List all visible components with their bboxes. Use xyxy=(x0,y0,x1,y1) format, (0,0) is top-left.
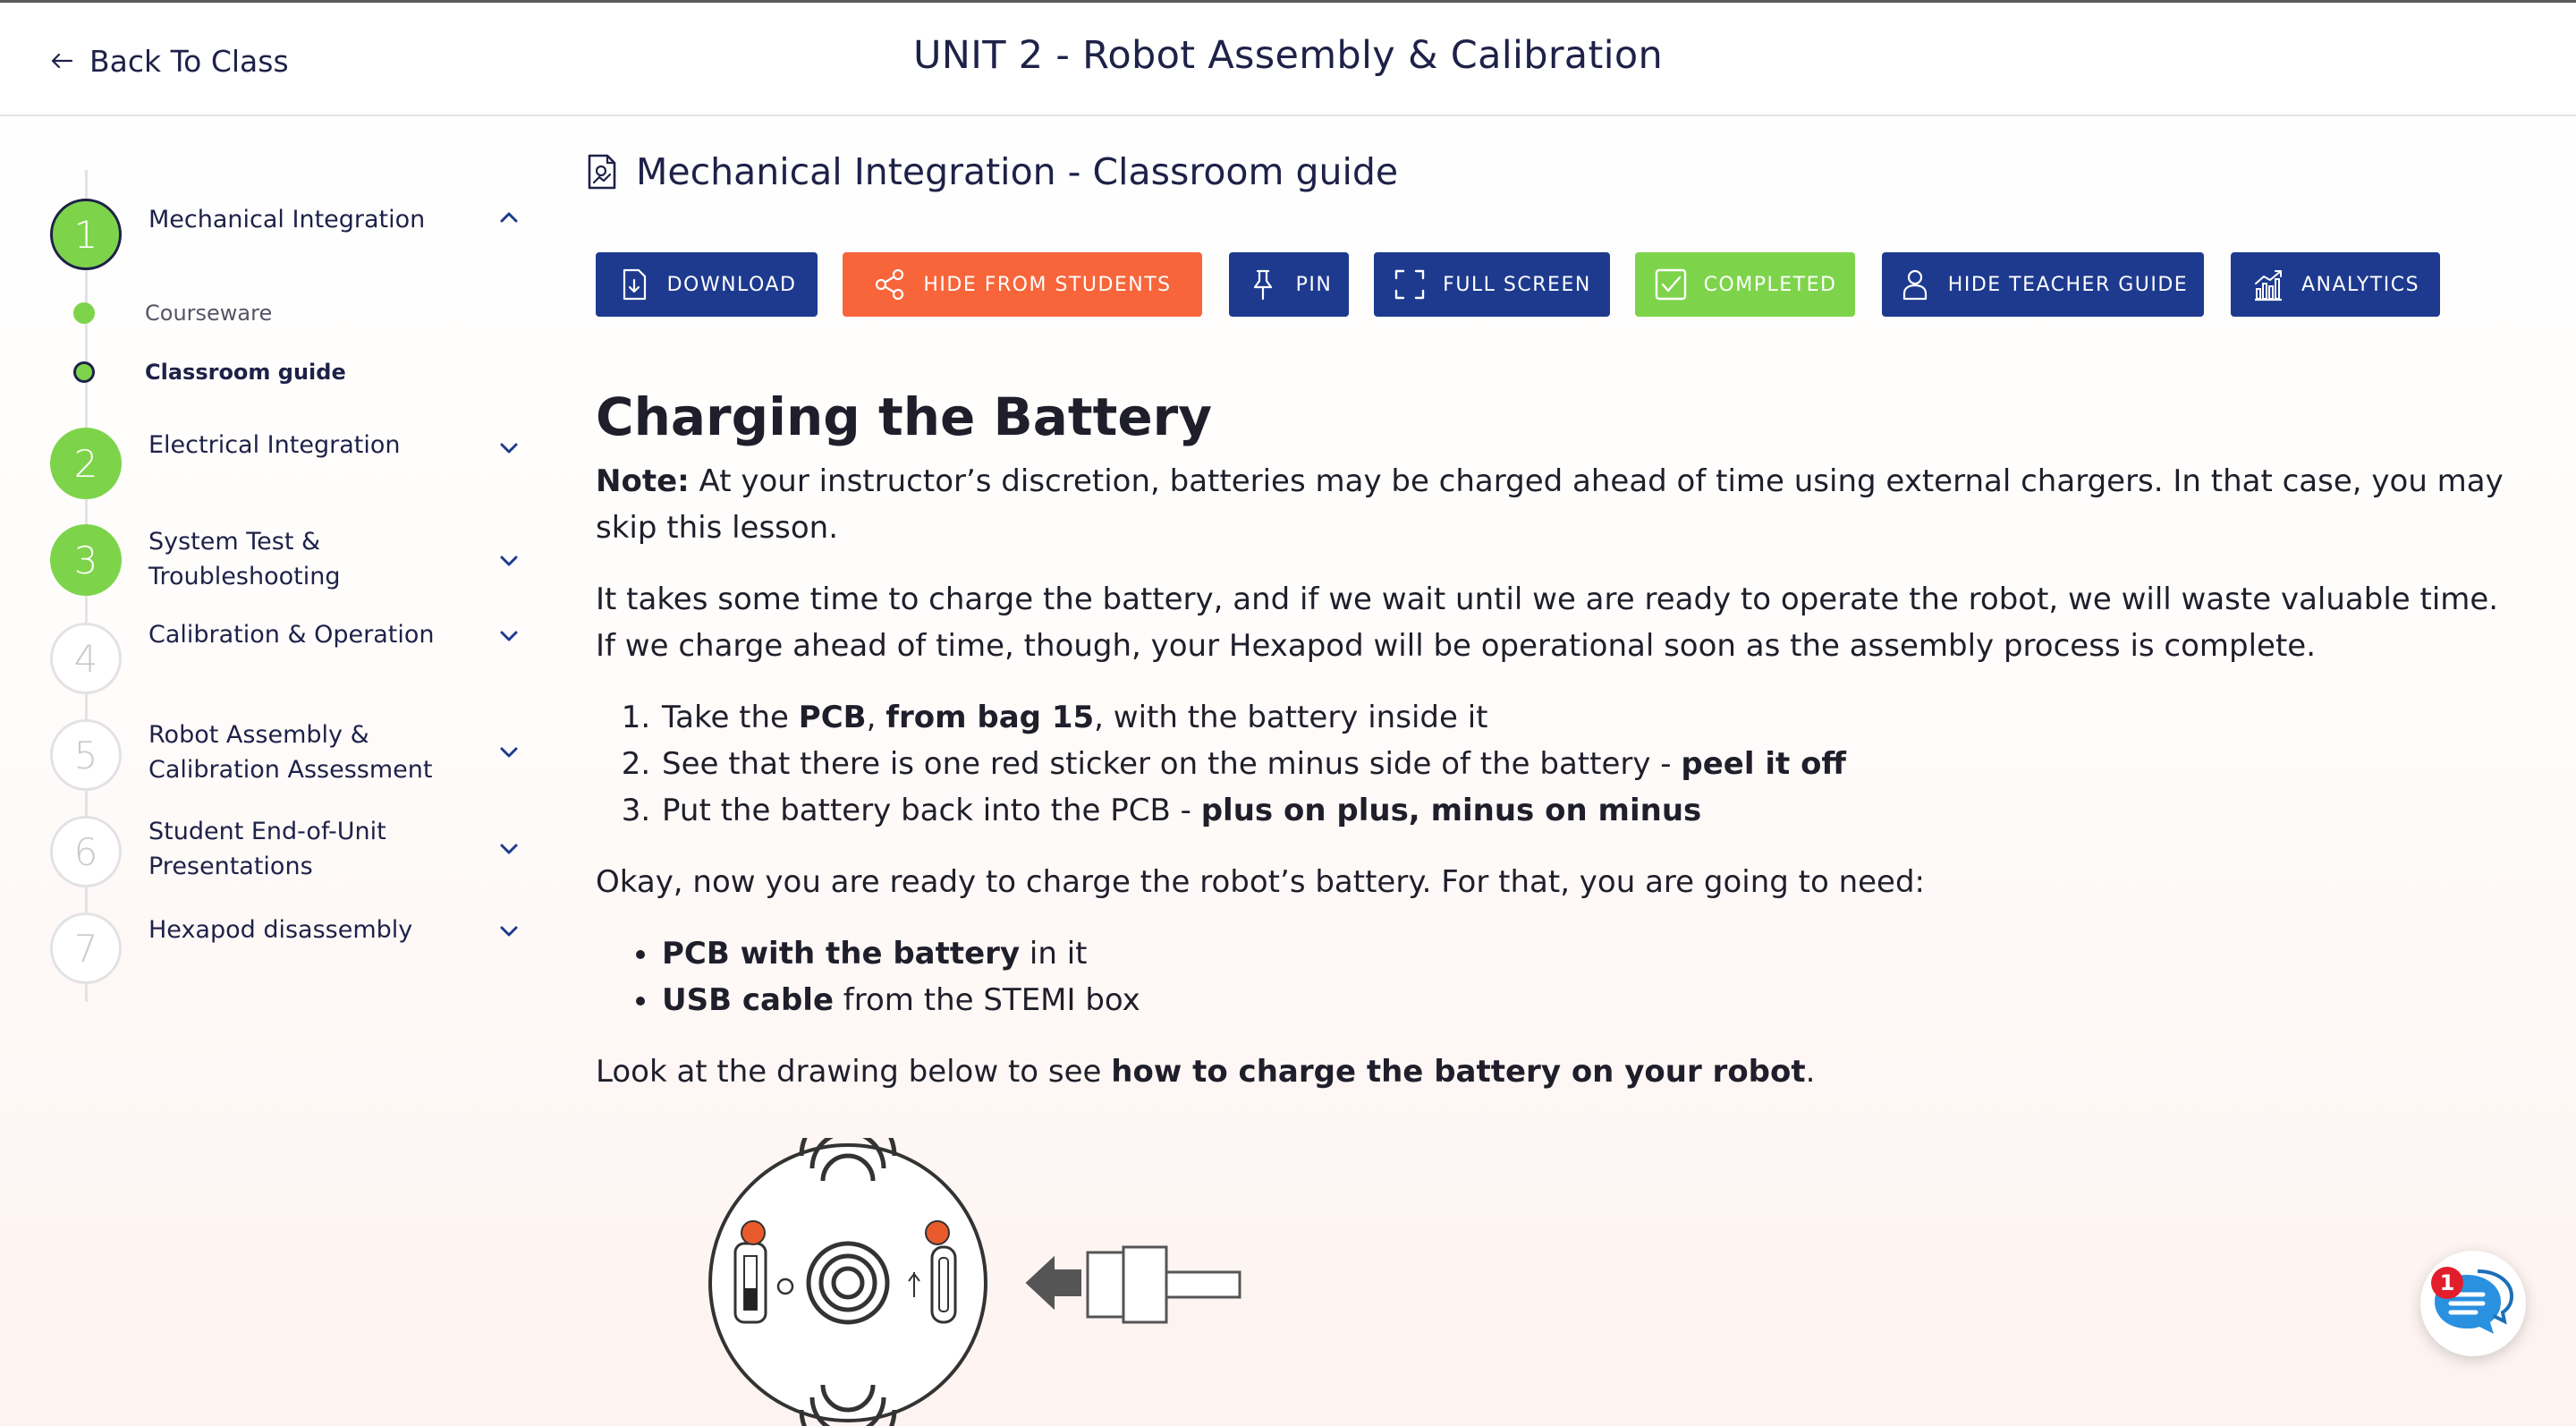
download-button[interactable]: DOWNLOAD xyxy=(596,252,818,317)
step-label: System Test & Troubleshooting xyxy=(148,528,341,590)
note-text: At your instructor’s discretion, batteri… xyxy=(596,463,2504,546)
note-label: Note: xyxy=(596,463,690,499)
step-text: , with the battery inside it xyxy=(1094,700,1488,735)
need-bold: PCB with the battery xyxy=(662,936,1021,972)
download-file-icon xyxy=(623,268,646,301)
fullscreen-icon xyxy=(1394,269,1425,300)
step-number-badge: 6 xyxy=(50,816,122,887)
step-label: Student End-of-Unit Presentations xyxy=(148,818,386,880)
sub-item-dot xyxy=(73,361,95,383)
step-student-presentations[interactable]: 6 Student End-of-Unit Presentations xyxy=(50,816,524,887)
step-number-badge: 4 xyxy=(50,623,122,694)
step-robot-assessment[interactable]: 5 Robot Assembly & Calibration Assessmen… xyxy=(50,719,524,791)
step-mechanical-integration[interactable]: 1 Mechanical Integration xyxy=(50,199,524,270)
pin-icon xyxy=(1253,269,1272,301)
pin-button-label: PIN xyxy=(1295,273,1333,296)
download-button-label: DOWNLOAD xyxy=(666,273,797,296)
document-chart-icon xyxy=(588,154,616,190)
chevron-up-icon[interactable] xyxy=(496,204,522,231)
list-item: USB cable from the STEMI box xyxy=(660,977,2519,1023)
para-text: . xyxy=(1805,1054,1816,1090)
step-number-badge: 5 xyxy=(50,719,122,791)
chevron-down-icon[interactable] xyxy=(496,918,522,945)
sub-item-dot xyxy=(73,302,95,324)
step-text: Take the xyxy=(662,700,799,735)
step-number-badge: 2 xyxy=(50,428,122,499)
article-title: Charging the Battery xyxy=(596,386,1213,447)
completed-button[interactable]: COMPLETED xyxy=(1635,252,1855,317)
full-screen-label: FULL SCREEN xyxy=(1443,273,1591,296)
list-item: Put the battery back into the PCB - plus… xyxy=(660,787,2519,834)
lesson-article: Charging the Battery Note: At your instr… xyxy=(596,376,2519,1095)
sub-item-classroom-guide[interactable]: Classroom guide xyxy=(73,356,346,388)
step-label: Robot Assembly & Calibration Assessment xyxy=(148,721,433,784)
charging-diagram-image xyxy=(708,1138,1241,1426)
completed-label: COMPLETED xyxy=(1703,273,1837,296)
full-screen-button[interactable]: FULL SCREEN xyxy=(1374,252,1610,317)
step-label: Electrical Integration xyxy=(148,431,401,459)
step-number-badge: 3 xyxy=(50,524,122,596)
chevron-down-icon[interactable] xyxy=(496,435,522,462)
need-text: in it xyxy=(1020,936,1088,972)
step-electrical-integration[interactable]: 2 Electrical Integration xyxy=(50,428,524,499)
hide-from-students-label: HIDE FROM STUDENTS xyxy=(923,273,1172,296)
step-number-badge: 7 xyxy=(50,912,122,984)
chevron-down-icon[interactable] xyxy=(496,836,522,862)
step-label: Calibration & Operation xyxy=(148,621,435,649)
step-system-test[interactable]: 3 System Test & Troubleshooting xyxy=(50,524,524,596)
page-title-text: Mechanical Integration - Classroom guide xyxy=(636,150,1399,193)
checkbox-checked-icon xyxy=(1655,268,1686,301)
step-calibration-operation[interactable]: 4 Calibration & Operation xyxy=(50,621,524,694)
step-bold: PCB xyxy=(798,700,867,735)
page-title: Mechanical Integration - Classroom guide xyxy=(586,145,1398,199)
hide-from-students-button[interactable]: HIDE FROM STUDENTS xyxy=(843,252,1202,317)
step-bold: from bag 15 xyxy=(886,700,1095,735)
needs-list: PCB with the battery in it USB cable fro… xyxy=(660,930,2519,1023)
step-number-badge: 1 xyxy=(50,199,122,270)
chevron-down-icon[interactable] xyxy=(496,623,522,649)
back-to-class-label: Back To Class xyxy=(89,43,289,79)
para-text: Look at the drawing below to see xyxy=(596,1054,1112,1090)
sub-item-label: Courseware xyxy=(145,301,273,326)
step-text: , xyxy=(866,700,886,735)
step-label: Hexapod disassembly xyxy=(148,916,413,944)
lesson-sidebar: 1 Mechanical Integration Courseware Clas… xyxy=(0,116,555,1426)
note-paragraph: Note: At your instructor’s discretion, b… xyxy=(596,458,2519,551)
notification-badge: 1 xyxy=(2431,1267,2463,1299)
analytics-chart-icon xyxy=(2254,270,2282,301)
step-hexapod-disassembly[interactable]: 7 Hexapod disassembly xyxy=(50,912,524,984)
top-bar: Back To Class UNIT 2 - Robot Assembly & … xyxy=(0,0,2576,116)
hide-teacher-guide-label: HIDE TEACHER GUIDE xyxy=(1947,273,2189,296)
user-icon xyxy=(1902,269,1927,301)
unit-title: UNIT 2 - Robot Assembly & Calibration xyxy=(912,33,1664,78)
need-text: from the STEMI box xyxy=(834,982,1140,1018)
step-bold: peel it off xyxy=(1681,746,1846,782)
drawing-intro-paragraph: Look at the drawing below to see how to … xyxy=(596,1048,2519,1095)
step-text: See that there is one red sticker on the… xyxy=(662,746,1682,782)
need-bold: USB cable xyxy=(662,982,834,1018)
pin-button[interactable]: PIN xyxy=(1229,252,1349,317)
chevron-down-icon[interactable] xyxy=(496,547,522,574)
share-icon xyxy=(876,268,904,301)
list-item: PCB with the battery in it xyxy=(660,930,2519,977)
arrow-left-icon xyxy=(51,53,73,69)
sub-item-courseware[interactable]: Courseware xyxy=(73,297,272,329)
steps-list: Take the PCB, from bag 15, with the batt… xyxy=(660,694,2519,834)
step-bold: plus on plus, minus on minus xyxy=(1200,793,1702,828)
step-text: Put the battery back into the PCB - xyxy=(662,793,1201,828)
list-item: See that there is one red sticker on the… xyxy=(660,741,2519,787)
intro-paragraph: It takes some time to charge the battery… xyxy=(596,581,2499,664)
para-bold: how to charge the battery on your robot xyxy=(1111,1054,1806,1090)
needs-intro-paragraph: Okay, now you are ready to charge the ro… xyxy=(596,864,1926,900)
sub-item-label: Classroom guide xyxy=(145,360,346,385)
chevron-down-icon[interactable] xyxy=(496,739,522,766)
analytics-button[interactable]: ANALYTICS xyxy=(2231,252,2440,317)
analytics-label: ANALYTICS xyxy=(2301,273,2420,296)
back-to-class-link[interactable]: Back To Class xyxy=(48,38,289,83)
step-label: Mechanical Integration xyxy=(148,206,426,233)
hide-teacher-guide-button[interactable]: HIDE TEACHER GUIDE xyxy=(1882,252,2204,317)
list-item: Take the PCB, from bag 15, with the batt… xyxy=(660,694,2519,741)
chat-launcher-button[interactable] xyxy=(2420,1251,2526,1356)
